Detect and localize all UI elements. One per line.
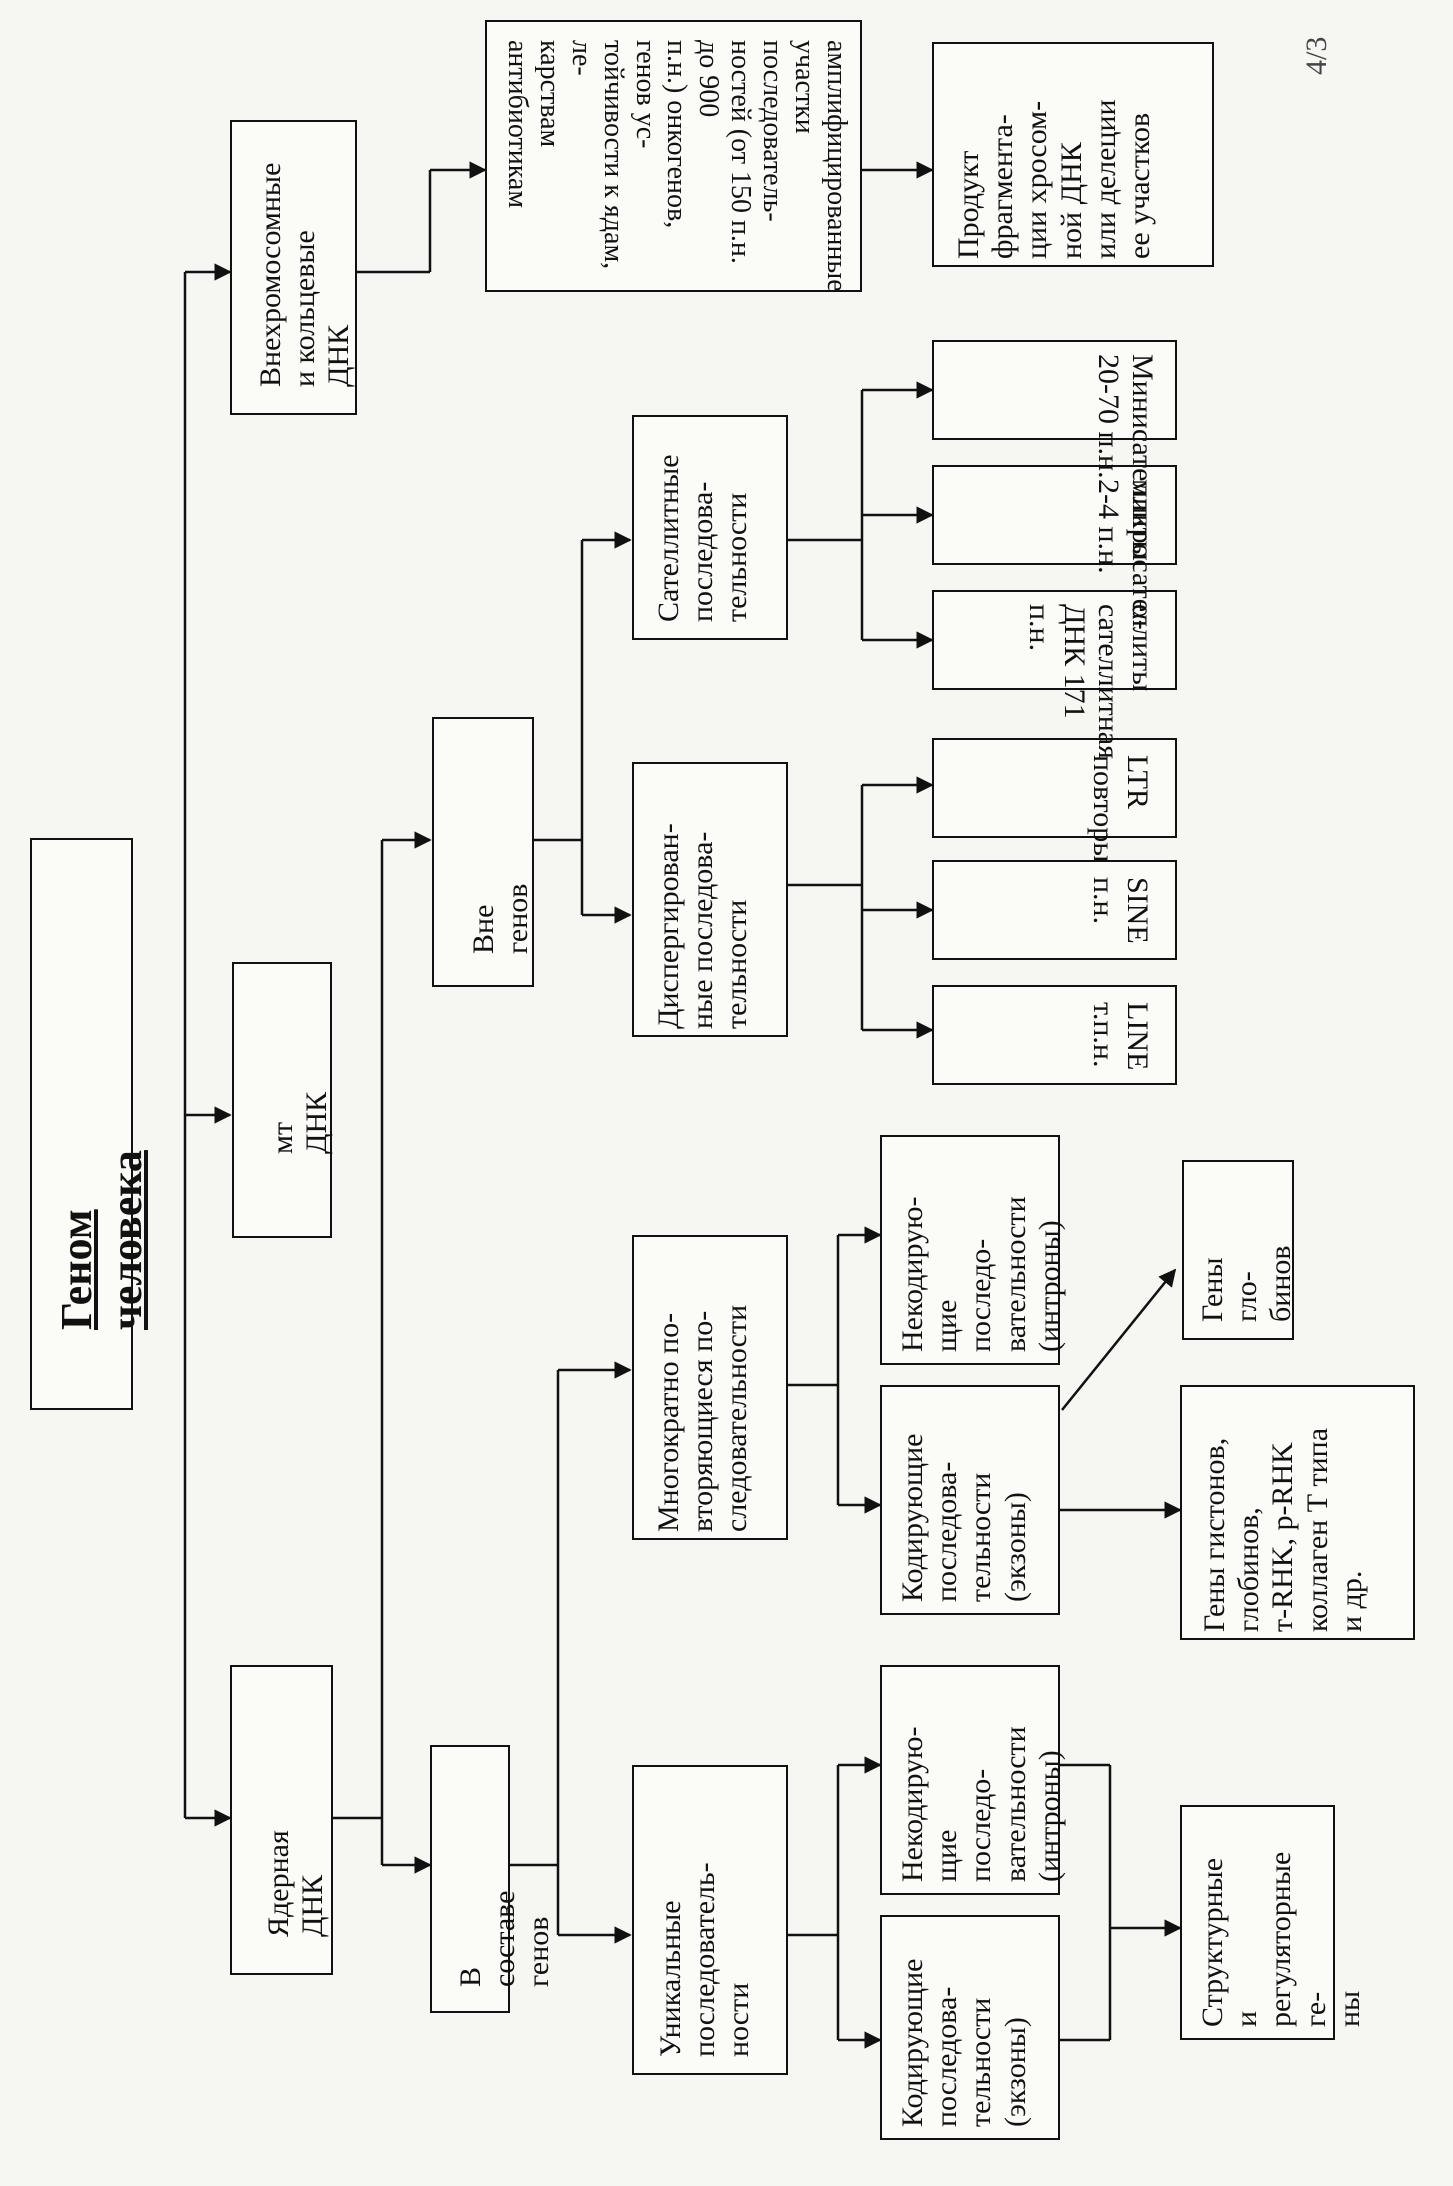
node-structural-genes-label: Структурные и регуляторные ге- ны [1196,1851,1366,2027]
node-in-genes: В составе генов [430,1745,555,2013]
node-globin-genes-label: Гены гло- бинов [1196,1245,1298,1322]
title-box: Геном человека [30,838,151,1410]
node-unique-label: Уникальные последователь- ности [654,1862,756,2057]
node-structural-genes: Структурные и регуляторные ге- ны [1180,1805,1366,2040]
node-dispersed: Диспергирован- ные последова- тельности [632,762,788,1037]
node-minisatellites: Минисателлиты 20-70 п.н. [932,340,1177,561]
node-satellite-label: Сателлитные последова- тельности [652,454,754,622]
node-sine: SINE п.н. [932,860,1177,960]
node-product-fragmentation: Продукт фрагмента- ции хросом- ной ДНК и… [932,42,1214,267]
node-mt-dna-label: мт ДНК [266,1091,334,1154]
node-minisatellites-label: Минисателлиты 20-70 п.н. [1091,354,1159,561]
node-coding-exons-1-label: Кодирующие последова- тельности (экзоны) [896,1958,1032,2127]
node-satellite: Сателлитные последова- тельности [632,415,788,640]
node-noncoding-introns-2-label: Некодирую- щие последо- вательности (инт… [896,1196,1066,1352]
node-histone-genes-label: Гены гистонов, глобинов, т-RHK, р-RHK ко… [1198,1427,1368,1632]
node-histone-genes: Гены гистонов, глобинов, т-RHK, р-RHK ко… [1180,1385,1415,1640]
node-repeated-label: Многократно по- вторяющиеся по- следоват… [652,1304,754,1532]
node-ltr: LTR повторы [932,738,1177,862]
node-mt-dna: мт ДНК [232,962,334,1238]
node-amplified: амплифицированные участки последователь-… [485,20,862,292]
node-coding-exons-2-label: Кодирующие последова- тельности (экзоны) [896,1433,1032,1602]
node-in-genes-label: В составе генов [454,1890,556,1987]
node-product-fragmentation-label: Продукт фрагмента- ции хросом- ной ДНК и… [952,99,1156,259]
node-noncoding-introns-2: Некодирую- щие последо- вательности (инт… [880,1135,1066,1365]
node-nuclear-dna-label: Ядерная ДНК [262,1830,330,1937]
corner-mark: 4/3 [1300,36,1333,75]
node-noncoding-introns-1-label: Некодирую- щие последо- вательности (инт… [896,1726,1066,1882]
node-coding-exons-2: Кодирующие последова- тельности (экзоны) [880,1385,1060,1615]
node-coding-exons-1: Кодирующие последова- тельности (экзоны) [880,1915,1060,2140]
node-alpha-satellite: α-сателлитная ДНК 171 п.н. [932,590,1177,759]
node-nuclear-dna: Ядерная ДНК [230,1665,333,1975]
node-microsatellites: микросателлиты 2-4 п.н. [932,465,1177,691]
node-out-genes-label: Вне генов [467,883,535,954]
node-noncoding-introns-1: Некодирую- щие последо- вательности (инт… [880,1665,1066,1895]
node-repeated: Многократно по- вторяющиеся по- следоват… [632,1235,788,1540]
node-out-genes: Вне генов [432,717,534,987]
node-globin-genes: Гены гло- бинов [1182,1160,1297,1340]
node-line-label: LINE т.п.н. [1086,1002,1154,1071]
node-extrachromosomal-label: Внехромосомные и кольцевые ДНК [254,162,356,387]
node-extrachromosomal: Внехромосомные и кольцевые ДНК [230,120,357,415]
node-dispersed-label: Диспергирован- ные последова- тельности [652,823,754,1029]
page-title: Геном человека [52,1150,152,1330]
node-ltr-label: LTR повторы [1086,755,1154,863]
node-unique: Уникальные последователь- ности [632,1765,788,2075]
node-sine-label: SINE п.н. [1086,877,1154,944]
node-amplified-label: амплифицированные участки последователь-… [501,40,852,292]
node-line: LINE т.п.н. [932,985,1177,1085]
